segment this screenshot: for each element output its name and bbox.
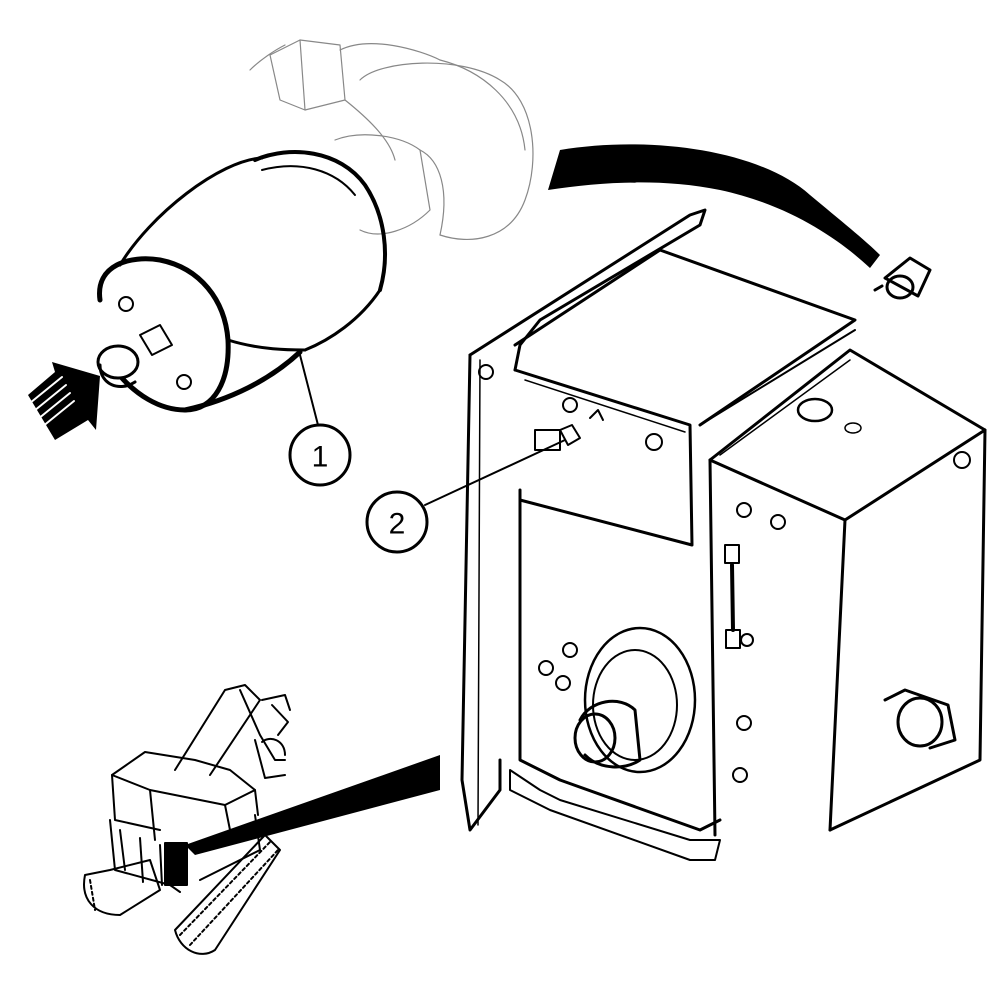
sensor-part	[873, 256, 932, 300]
solenoid	[96, 150, 387, 426]
callout-1-label: 1	[312, 441, 329, 474]
callout-2: 2	[365, 490, 429, 554]
control-box	[460, 208, 987, 861]
location-pointer	[185, 755, 440, 855]
callout-leader-2	[424, 439, 566, 506]
pointer-arrow-icon	[548, 144, 880, 268]
excavator-inset	[83, 684, 291, 955]
push-arrow-icon	[28, 362, 100, 440]
callout-2-label: 2	[389, 508, 406, 541]
elbow-fitting	[249, 39, 534, 241]
callout-1: 1	[288, 423, 352, 487]
